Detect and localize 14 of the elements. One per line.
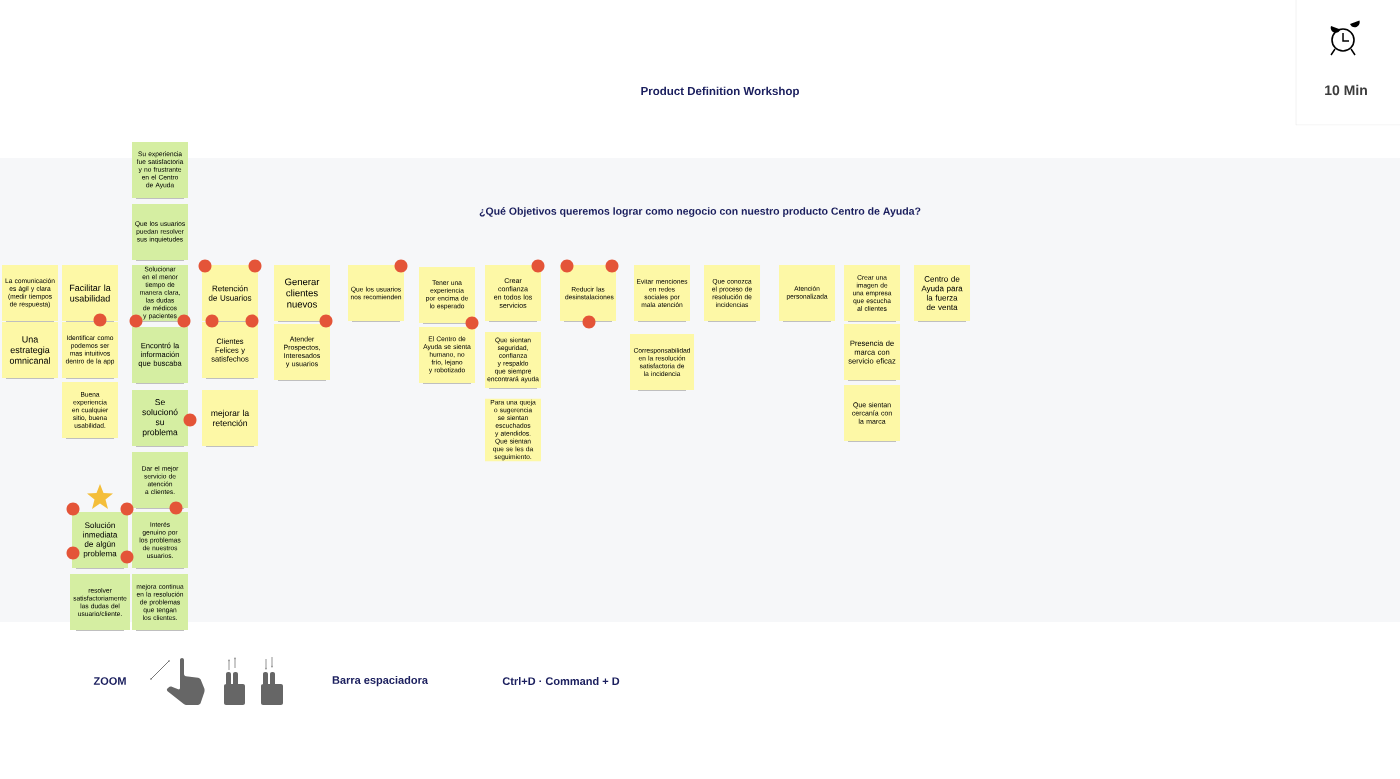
shortcut-label: ZOOM	[93, 677, 126, 685]
question-heading: ¿Qué Objetivos queremos lograr como negocio con nuestro producto Centro de Ayuda?	[479, 207, 921, 217]
sticky-note: Se solucionó su problema	[132, 390, 188, 447]
sticky-note: Facilitar la usabilidad	[62, 265, 118, 322]
timer-text: 10 Min	[1325, 84, 1367, 96]
shortcut-label: Ctrl+D · Command + D	[502, 676, 620, 686]
sticky-note: Generar clientes nuevos	[274, 265, 330, 322]
sticky-note: mejorar la retención	[202, 390, 258, 447]
workshop-title: Product Definition Workshop	[641, 86, 799, 98]
shortcut-label: Barra espaciadora	[332, 675, 429, 687]
sticky-note: Centro de Ayuda para la fuerza de venta	[914, 265, 970, 322]
sticky-note: Solución inmediata de algún problema	[72, 512, 128, 569]
sticky-note: Una estrategia omnicanal	[2, 322, 58, 379]
sticky-note: Retención de Usuarios	[202, 265, 258, 322]
